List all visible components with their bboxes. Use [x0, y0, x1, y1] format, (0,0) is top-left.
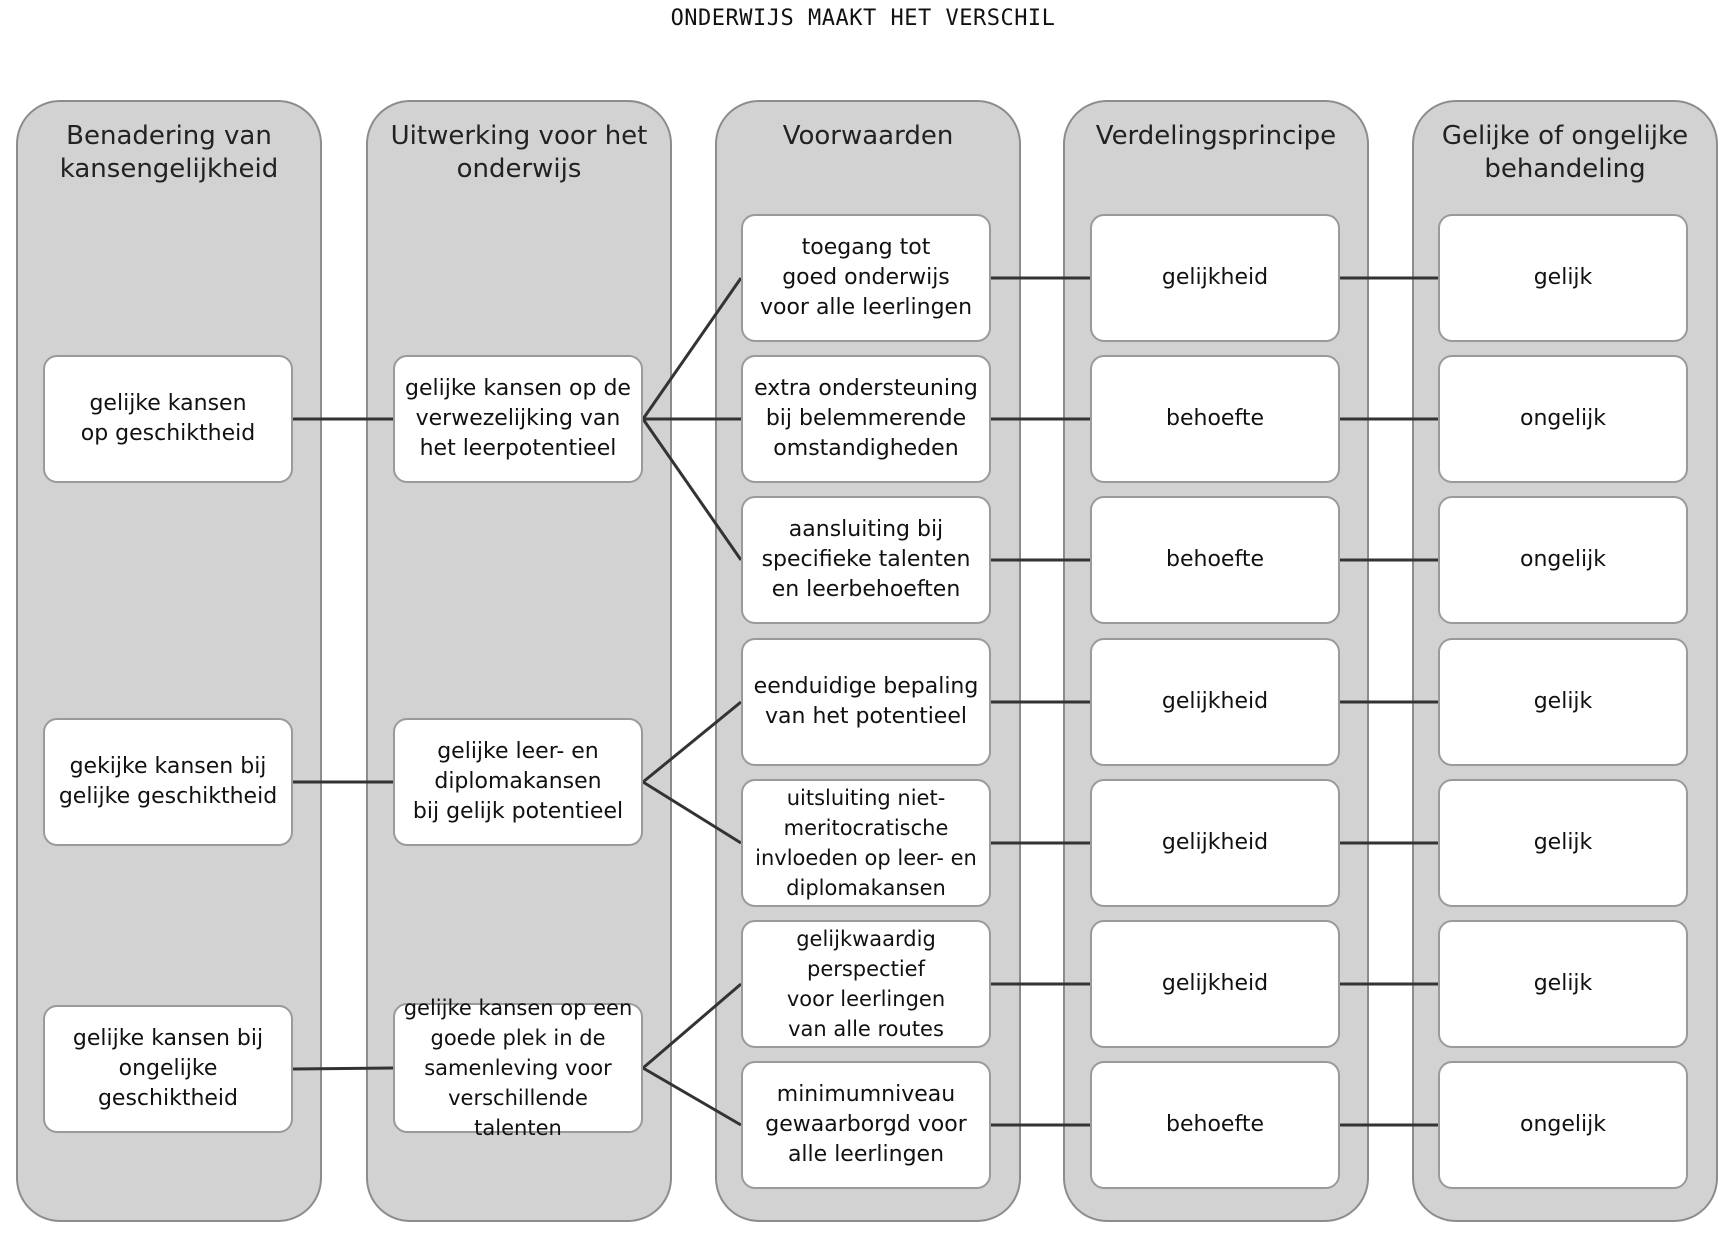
box-label: gelijke kansen bij ongelijke geschikthei…	[72, 1026, 264, 1111]
elaboration-box: gelijke kansen op de verwezelijking van …	[393, 355, 643, 483]
condition-box: gelijkwaardig perspectief voor leerlinge…	[741, 920, 991, 1048]
principle-box: gelijkheid	[1090, 920, 1340, 1048]
connector-line	[292, 1066, 394, 1071]
connector-line	[642, 982, 742, 1070]
box-label: extra ondersteuning bij belemmerende oms…	[754, 376, 978, 461]
box-label: gelijke kansen op een goede plek in de s…	[403, 996, 633, 1140]
principle-box: gelijkheid	[1090, 214, 1340, 342]
condition-box: extra ondersteuning bij belemmerende oms…	[741, 355, 991, 483]
box-label: behoefte	[1166, 1112, 1264, 1137]
column-title: Voorwaarden	[782, 121, 954, 151]
box-label: ongelijk	[1520, 547, 1606, 572]
connector-line	[642, 1066, 742, 1127]
connector-line	[641, 418, 743, 561]
approach-box: gelijke kansen op geschiktheid	[43, 355, 293, 483]
box-label: gelijk	[1533, 689, 1593, 714]
box-label: gelijkwaardig perspectief voor leerlinge…	[786, 927, 946, 1041]
treatment-box: ongelijk	[1438, 355, 1688, 483]
box-label: gelijke kansen op de verwezelijking van …	[405, 376, 631, 461]
treatment-box: gelijk	[1438, 920, 1688, 1048]
box-label: gelijk	[1533, 971, 1593, 996]
column-title: Gelijke of ongelijke behandeling	[1441, 121, 1689, 184]
column-title: Uitwerking voor het onderwijs	[390, 121, 648, 184]
box-label: gekijke kansen bij gelijke geschiktheid	[58, 754, 278, 809]
treatment-box: gelijk	[1438, 779, 1688, 907]
connector-line	[641, 277, 743, 420]
box-label: behoefte	[1166, 406, 1264, 431]
approach-box: gelijke kansen bij ongelijke geschikthei…	[43, 1005, 293, 1133]
column-title: Verdelingsprincipe	[1095, 121, 1337, 151]
principle-box: behoefte	[1090, 1061, 1340, 1189]
box-label: gelijke leer- en diplomakansen bij gelij…	[412, 739, 624, 824]
box-label: ongelijk	[1520, 1112, 1606, 1137]
condition-box: aansluiting bij specifieke talenten en l…	[741, 496, 991, 624]
principle-box: behoefte	[1090, 496, 1340, 624]
box-label: eenduidige bepaling van het potentieel	[753, 674, 979, 729]
box-label: gelijke kansen op geschiktheid	[80, 391, 256, 446]
column-title: Benadering van kansengelijkheid	[59, 121, 279, 184]
box-label: toegang tot goed onderwijs voor alle lee…	[759, 235, 973, 320]
condition-box: eenduidige bepaling van het potentieel	[741, 638, 991, 766]
box-label: gelijkheid	[1161, 689, 1269, 714]
connector-line	[642, 700, 742, 784]
page-title: ONDERWIJS MAAKT HET VERSCHIL	[670, 6, 1056, 31]
condition-box: uitsluiting niet- meritocratische invloe…	[741, 779, 991, 907]
principle-box: behoefte	[1090, 355, 1340, 483]
box-label: ongelijk	[1520, 406, 1606, 431]
treatment-box: ongelijk	[1438, 496, 1688, 624]
box-label: aansluiting bij specifieke talenten en l…	[761, 517, 971, 602]
principle-box: gelijkheid	[1090, 779, 1340, 907]
box-label: behoefte	[1166, 547, 1264, 572]
treatment-box: gelijk	[1438, 638, 1688, 766]
principle-box: gelijkheid	[1090, 638, 1340, 766]
box-label: gelijkheid	[1161, 265, 1269, 290]
box-label: minimumniveau gewaarborgd voor alle leer…	[765, 1082, 967, 1167]
box-label: gelijkheid	[1161, 830, 1269, 855]
condition-box: minimumniveau gewaarborgd voor alle leer…	[741, 1061, 991, 1189]
approach-box: gekijke kansen bij gelijke geschiktheid	[43, 718, 293, 846]
connector-line	[642, 780, 742, 845]
treatment-box: ongelijk	[1438, 1061, 1688, 1189]
condition-box: toegang tot goed onderwijs voor alle lee…	[741, 214, 991, 342]
elaboration-box: gelijke kansen op een goede plek in de s…	[393, 996, 643, 1140]
elaboration-box: gelijke leer- en diplomakansen bij gelij…	[393, 718, 643, 846]
box-label: gelijkheid	[1161, 971, 1269, 996]
treatment-box: gelijk	[1438, 214, 1688, 342]
box-label: gelijk	[1533, 830, 1593, 855]
box-label: gelijk	[1533, 265, 1593, 290]
box-label: uitsluiting niet- meritocratische invloe…	[755, 786, 977, 900]
